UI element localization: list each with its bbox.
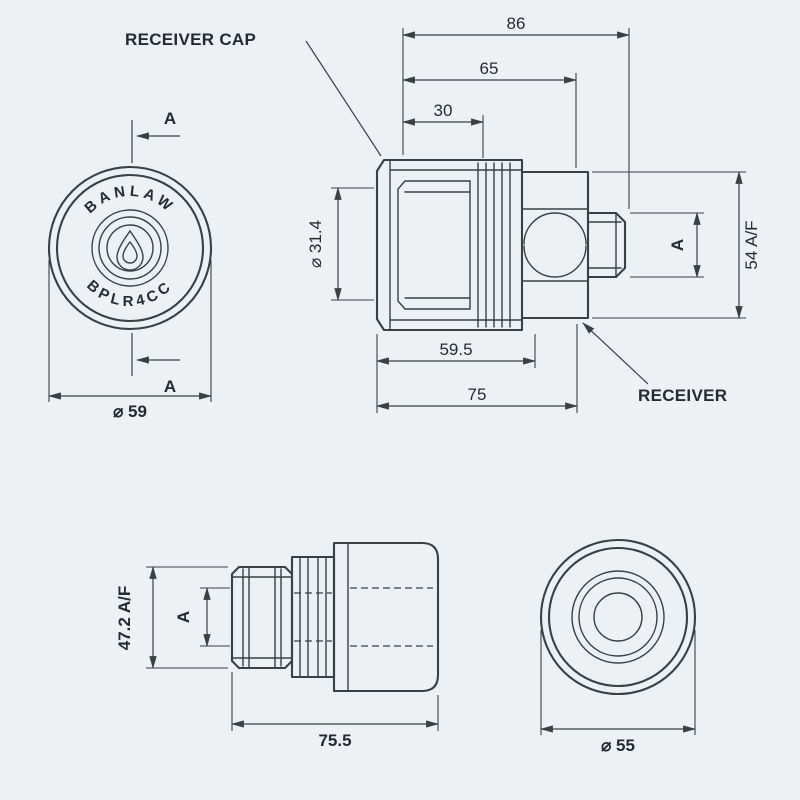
section-marker-top: A [131,109,180,163]
hub-circle-inner [106,224,154,272]
model-text: BPLR4CC [83,277,176,310]
dim-75-text: 75 [468,385,487,404]
bore-circle-mid [578,577,658,657]
cap-face-circle [55,173,205,323]
dim-47af: 47.2 A/F [115,565,228,670]
receiver-cap-leader [305,40,382,157]
dim-inner-a: A [174,586,230,648]
plug-nose [397,180,471,310]
dim-47af-text: 47.2 A/F [115,586,134,651]
receiver-cap-label: RECEIVER CAP [125,30,256,49]
dim-diameter-55-text: ⌀ 55 [601,736,635,755]
body-cylinder [332,541,440,693]
section-label-bottom: A [164,377,176,396]
bore-circle-inner [593,592,643,642]
dim-75: 75 [375,324,579,413]
dim-30-text: 30 [434,101,453,120]
dim-75-5: 75.5 [230,672,440,750]
receiver-label: RECEIVER [638,386,727,405]
dim-diameter-59-text: ⌀ 59 [113,402,147,421]
cap-outer-circle [47,165,213,331]
receiver-leader [582,322,649,385]
knurled-grip [230,565,294,670]
section-label-top: A [164,109,176,128]
thread-end [586,211,627,279]
dim-65-text: 65 [480,59,499,78]
dim-59-5: 59.5 [375,334,537,413]
hub-circle-mid [98,216,162,280]
side-view: 86 65 30 ⌀ 31.4 A [125,14,761,413]
dim-59-5-text: 59.5 [439,340,472,359]
dim-diameter-55: ⌀ 55 [539,630,697,755]
collar-grooves [477,162,511,328]
dim-54af-text: 54 A/F [742,220,761,269]
dim-thread-a: A [630,211,704,279]
dim-bore: ⌀ 31.4 [306,186,374,302]
dim-86-text: 86 [507,14,526,33]
section-view: 47.2 A/F A 75.5 [115,541,440,750]
hex-nut [520,170,590,320]
cap-outline [375,158,524,332]
dim-54af: 54 A/F [592,170,761,320]
rear-view: ⌀ 55 [539,538,697,755]
front-view: BANLAW BPLR4CC A A ⌀ 59 [47,109,213,421]
dim-bore-text: ⌀ 31.4 [306,220,325,268]
body-rim-circle [547,546,689,688]
dim-75-5-text: 75.5 [318,731,351,750]
body-outer-circle [539,538,697,696]
dim-diameter-59: ⌀ 59 [47,260,213,421]
groove-block [290,555,336,679]
dim-inner-a-text: A [174,611,193,623]
bore-circle-outer [571,570,665,664]
brand-text: BANLAW [81,183,178,217]
droplet-logo-icon [116,229,144,271]
dim-65: 65 [401,59,578,168]
hub-circle-outer [91,209,169,287]
section-marker-bottom: A [131,333,180,396]
dim-86: 86 [401,14,631,209]
dim-30: 30 [401,101,485,158]
dim-thread-a-text: A [668,239,687,251]
